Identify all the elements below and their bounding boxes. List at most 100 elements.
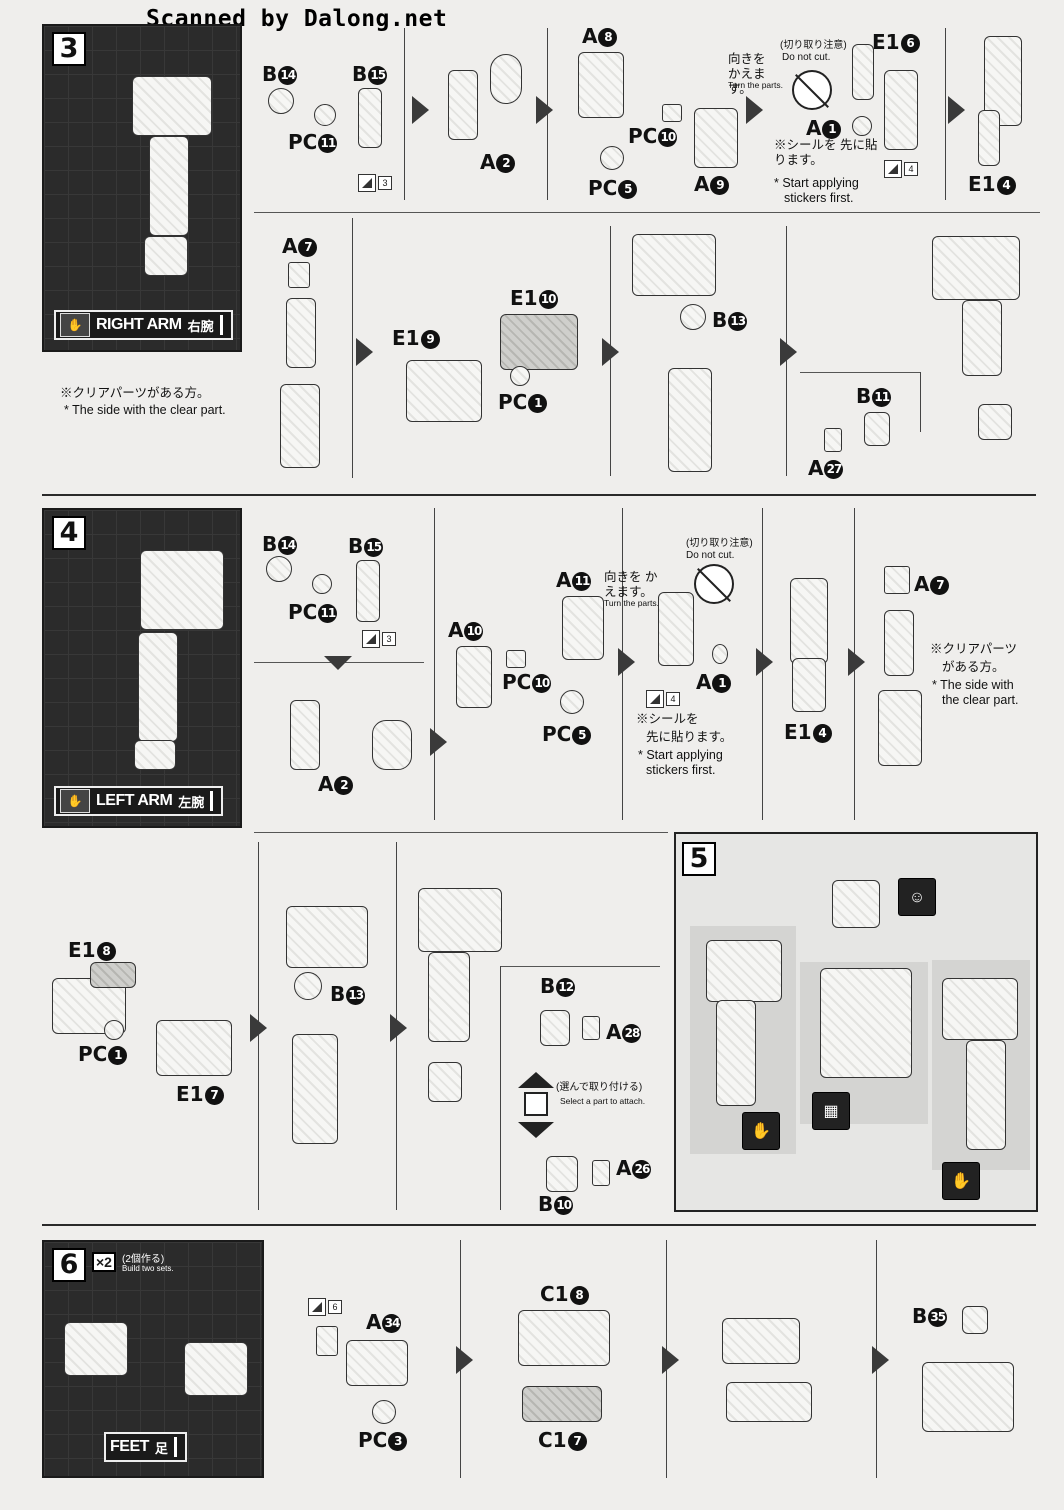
part-pc3-shape (372, 1400, 396, 1424)
step-number: 6 (52, 1248, 86, 1282)
arrow-right (848, 648, 865, 676)
callout-line (500, 966, 501, 1210)
torso-sticker-badge: ▦ (812, 1092, 850, 1130)
part-assembly (790, 578, 828, 664)
left-arm-part-mid (966, 1040, 1006, 1150)
sticker-shape (316, 1326, 338, 1356)
arrow-right (618, 648, 635, 676)
part-pc10-shape (662, 104, 682, 122)
clear-note-jp-1: ※クリアパーツ (930, 642, 1018, 656)
build-count: ×2 (92, 1252, 116, 1272)
head-sticker-badge: ☺ (898, 878, 936, 916)
part-pc1-shape (510, 366, 530, 386)
part-b15-shape (356, 560, 380, 622)
shoulder-assembly (286, 906, 368, 968)
part-e14-shape (792, 658, 826, 712)
sticker-note-jp-2: 先に貼ります。 (646, 730, 733, 744)
arrow-right (746, 96, 763, 124)
arrow-right (662, 1346, 679, 1374)
part-b14-shape (268, 88, 294, 114)
right-arm-figure-hand (144, 236, 188, 276)
step-6-box: 6 ×2 (2個作る) Build two sets. FEET 足 (42, 1240, 264, 1478)
part-a11-shape (562, 596, 604, 660)
part-a34-shape (346, 1340, 408, 1386)
right-arm-sticker-badge: ✋ (742, 1112, 780, 1150)
label-en: RIGHT ARM (96, 316, 182, 333)
step-3-box: 3 ✋ RIGHT ARM 右腕 (42, 24, 242, 352)
part-b12-shape (540, 1010, 570, 1046)
arrow-right (412, 96, 429, 124)
arm-assembly-lower (878, 690, 922, 766)
part-b35-shape (962, 1306, 988, 1334)
arm-assembly-lower (280, 384, 320, 468)
part-e16-shape (852, 44, 874, 100)
clear-note-jp: ※クリアパーツがある方。 (60, 386, 210, 400)
part-b13-shape (680, 304, 706, 330)
label-en: FEET (110, 1438, 149, 1455)
part-a28-shape (582, 1016, 600, 1040)
full-right-arm-mid (962, 300, 1002, 376)
sticker-marker-4: 4 (884, 160, 918, 178)
clear-note-jp-2: がある方。 (942, 660, 1005, 674)
build-note-en: Build two sets. (122, 1264, 174, 1273)
label-en: LEFT ARM (96, 792, 173, 809)
shoulder-assembly (632, 234, 716, 296)
arrow-right (456, 1346, 473, 1374)
part-a26-shape (592, 1160, 610, 1186)
callout-circle (372, 720, 412, 770)
sub-assembly (290, 700, 320, 770)
step-number: 4 (52, 516, 86, 550)
foot-figure-left (64, 1322, 128, 1376)
full-left-arm (418, 888, 502, 952)
turn-note-en: Turn the parts. (604, 598, 659, 608)
sticker-note-en-1: * Start applying (774, 176, 859, 190)
turn-note-en: Turn the parts. (728, 80, 783, 90)
arrow-right (390, 1014, 407, 1042)
part-e14-shape (978, 110, 1000, 166)
full-left-arm-mid (428, 952, 470, 1042)
arm-lower-assembly (668, 368, 712, 472)
arrow-right (602, 338, 619, 366)
cut-note-en: Do not cut. (686, 550, 735, 561)
step-label-bar: ✋ LEFT ARM 左腕 (54, 786, 224, 816)
section-divider (42, 1224, 1036, 1226)
turn-note-jp: 向きを かえます。 (728, 52, 766, 96)
torso-part (820, 968, 912, 1078)
part-pc5-shape (560, 690, 584, 714)
left-arm-figure (140, 550, 224, 630)
turn-note-jp: 向きを かえます。 (604, 570, 658, 599)
step-label-bar: ✋ RIGHT ARM 右腕 (54, 310, 233, 340)
arm-assembly (884, 610, 914, 676)
left-arm-figure-hand (134, 740, 176, 770)
part-c18-shape (518, 1310, 610, 1366)
part-a8-shape (578, 52, 624, 118)
part-a27-shape (824, 428, 842, 452)
full-right-arm-hand (978, 404, 1012, 440)
part-c17-shape (522, 1386, 602, 1422)
right-arm-figure-forearm (149, 136, 189, 236)
step-5-box: 5 ☺ ✋ ▦ ✋ (674, 832, 1038, 1212)
sticker-marker-4: 4 (646, 690, 680, 708)
do-not-cut-icon (792, 70, 832, 110)
arrow-right (872, 1346, 889, 1374)
clear-note-en: * The side with the clear part. (64, 403, 226, 417)
part-pc5-shape (600, 146, 624, 170)
